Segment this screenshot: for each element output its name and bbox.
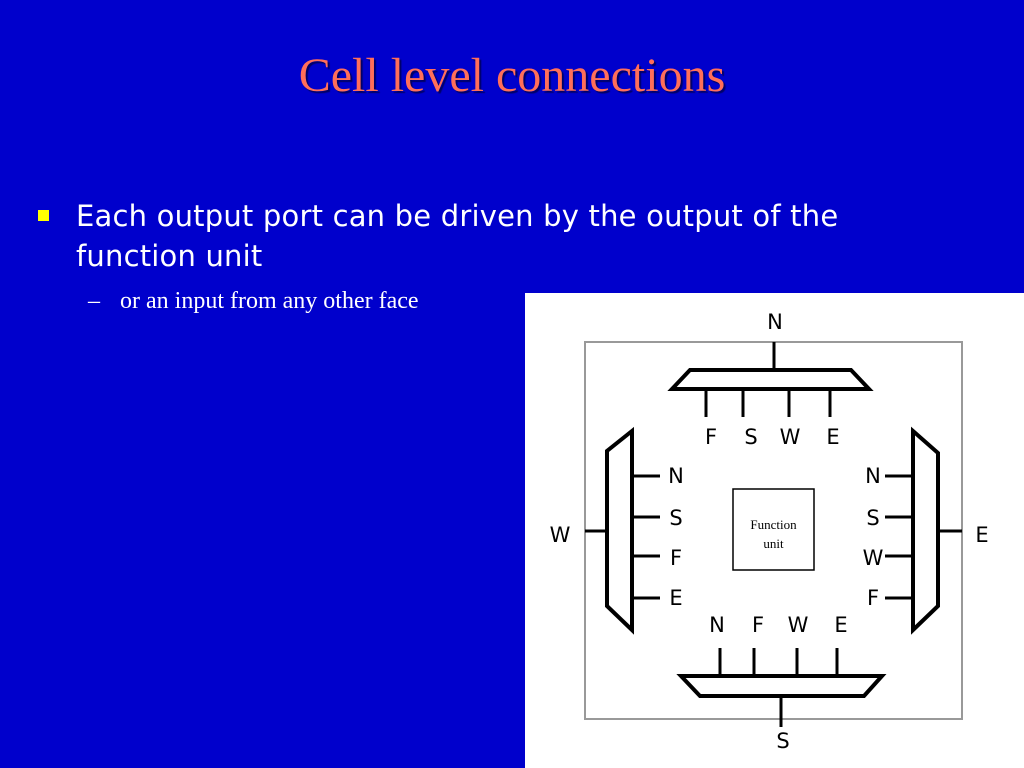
west-input-label-s: S [669, 506, 682, 530]
east-input-label-w: W [863, 546, 884, 570]
function-unit-label-line1: Function [750, 517, 797, 532]
west-input-label-e: E [669, 586, 682, 610]
west-input-label-n: N [668, 464, 684, 488]
north-input-label-s: S [744, 425, 757, 449]
sub-bullet-dash: – [88, 288, 100, 314]
function-unit-box [732, 488, 815, 571]
east-input-label-f: F [867, 586, 879, 610]
north-input-label-f: F [705, 425, 717, 449]
south-input-label-e: E [834, 613, 847, 637]
north-input-label-e: E [826, 425, 839, 449]
east-mux [911, 426, 940, 635]
east-input-label-n: N [865, 464, 881, 488]
slide-title: Cell level connections [298, 49, 726, 102]
north-face-label: N [767, 310, 783, 334]
bullet-text: Each output port can be driven by the ou… [76, 199, 839, 273]
north-input-label-w: W [780, 425, 801, 449]
west-input-label-f: F [670, 546, 682, 570]
south-input-label-f: F [752, 613, 764, 637]
south-input-label-w: W [788, 613, 809, 637]
south-mux [676, 674, 887, 698]
west-mux [605, 426, 634, 635]
east-face-label: E [975, 523, 988, 547]
function-unit-label-line2: unit [763, 536, 784, 551]
south-face-label: S [776, 729, 789, 753]
south-input-label-n: N [709, 613, 725, 637]
north-mux [667, 368, 874, 391]
cell-connection-diagram: Function unit N F S W E N F W E S W N [525, 293, 1024, 768]
bullet-marker [38, 210, 49, 221]
west-face-label: W [550, 523, 571, 547]
diagram-svg: Function unit N F S W E N F W E S W N [550, 310, 989, 753]
sub-bullet-text: or an input from any other face [120, 288, 419, 314]
east-input-label-s: S [866, 506, 879, 530]
